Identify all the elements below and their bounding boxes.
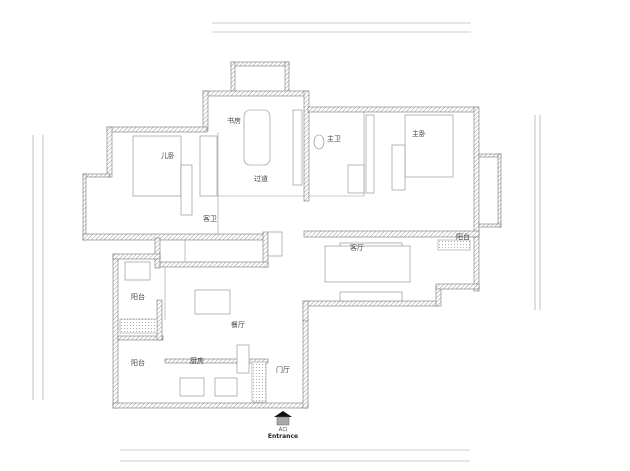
dimension-lines (32, 22, 541, 462)
master-closet (365, 114, 375, 194)
washer (124, 261, 151, 281)
label-living-room: 客厅 (350, 243, 364, 252)
label-foyer: 门厅 (276, 365, 290, 374)
label-guest-bath: 客卫 (203, 214, 217, 223)
furniture (124, 109, 454, 397)
label-kids-bedroom: 儿卧 (161, 152, 175, 160)
walls (82, 61, 502, 409)
label-kitchen: 厨房 (190, 356, 204, 365)
study-shelf (292, 109, 303, 186)
storage (267, 231, 283, 257)
study-desk (243, 109, 271, 166)
fridge (236, 344, 250, 374)
label-balcony-left-upper: 阳台 (131, 292, 145, 301)
dining-table (194, 289, 231, 315)
tv-console (339, 291, 403, 302)
room-labels: 书房 儿卧 主卫 主卧 过道 客卫 客厅 阳台 阳台 餐厅 阳台 厨房 门厅 (131, 116, 470, 374)
master-wardrobe (391, 144, 406, 191)
entrance-marker: A口 Entrance (268, 411, 298, 440)
entrance-label: Entrance (268, 433, 298, 440)
stove (214, 377, 238, 397)
label-master-bath: 主卫 (327, 134, 341, 143)
basin (347, 164, 365, 194)
rug (324, 245, 411, 283)
label-corridor: 过道 (254, 174, 268, 183)
label-study: 书房 (227, 116, 241, 125)
label-dining-room: 餐厅 (231, 320, 245, 329)
kids-bed (132, 135, 182, 197)
toilet (313, 134, 325, 150)
entrance-code: A口 (279, 427, 287, 433)
label-master-bedroom: 主卧 (412, 129, 426, 138)
kids-wardrobe (180, 164, 193, 216)
entrance-arrow-icon (274, 411, 292, 417)
label-balcony-right: 阳台 (456, 232, 470, 241)
master-bed (404, 114, 454, 178)
sink (179, 377, 205, 397)
kids-closet (199, 135, 218, 197)
label-balcony-left-lower: 阳台 (131, 358, 145, 367)
